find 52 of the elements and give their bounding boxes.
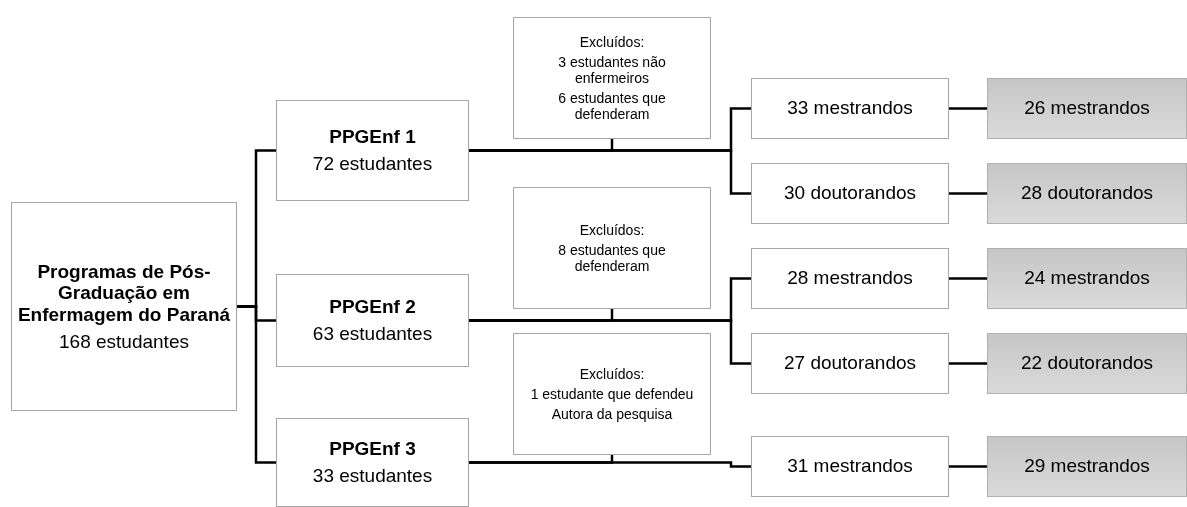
box-text: 27 doutorandos [783, 352, 917, 375]
box-text: Excluídos: [579, 33, 645, 50]
box-text: 30 doutorandos [783, 182, 917, 205]
count-box [751, 248, 949, 309]
program-box [276, 418, 469, 507]
box-text: Autora da pesquisa [551, 406, 673, 423]
box-text: 26 mestrandos [1024, 97, 1150, 120]
box-text: Excluídos: [579, 221, 645, 238]
box-title: PPGEnf 3 [329, 437, 416, 461]
box-title: PPGEnf 1 [329, 125, 416, 149]
box-text: 31 mestrandos [787, 455, 913, 478]
box-text: 72 estudantes [312, 152, 433, 176]
process-box [11, 202, 237, 411]
connector-line [237, 305, 276, 464]
connector-line [949, 277, 987, 280]
count-box [751, 436, 949, 497]
program-box [276, 274, 469, 367]
exclusion-box [513, 333, 711, 455]
box-text: 8 estudantes que defenderam [557, 241, 667, 275]
box-text: 28 doutorandos [1020, 182, 1154, 205]
connector-line [949, 192, 987, 195]
result-box [987, 163, 1187, 224]
box-title: PPGEnf 2 [329, 295, 416, 319]
box-text: 22 doutorandos [1020, 352, 1154, 375]
connector-line [469, 149, 751, 195]
box-text: 6 estudantes que defenderam [557, 90, 667, 123]
box-text: 33 mestrandos [787, 97, 913, 120]
exclusion-box [513, 17, 711, 139]
box-title: Programas de Pós-Graduação em Enfermagem do Paraná [16, 260, 232, 325]
count-box [751, 78, 949, 139]
count-box [751, 333, 949, 394]
box-text: 33 estudantes [312, 464, 433, 488]
box-text: 63 estudantes [312, 322, 433, 346]
box-text: Excluídos: [579, 365, 645, 382]
connector-line [469, 461, 751, 468]
box-text: 168 estudantes [59, 330, 189, 353]
box-text: 1 estudante que defendeu [530, 385, 694, 403]
count-box [751, 163, 949, 224]
connector-line [949, 362, 987, 365]
box-text: 28 mestrandos [787, 267, 913, 290]
result-box [987, 78, 1187, 139]
exclusion-box [513, 187, 711, 309]
connector-line [469, 319, 751, 365]
connector-line [949, 107, 987, 110]
box-text: 29 mestrandos [1024, 455, 1150, 478]
result-box [987, 248, 1187, 309]
box-text: 3 estudantes não enfermeiros [557, 53, 667, 87]
program-box [276, 100, 469, 201]
result-box [987, 333, 1187, 394]
connector-line [949, 465, 987, 468]
box-text: 24 mestrandos [1024, 267, 1150, 290]
result-box [987, 436, 1187, 497]
